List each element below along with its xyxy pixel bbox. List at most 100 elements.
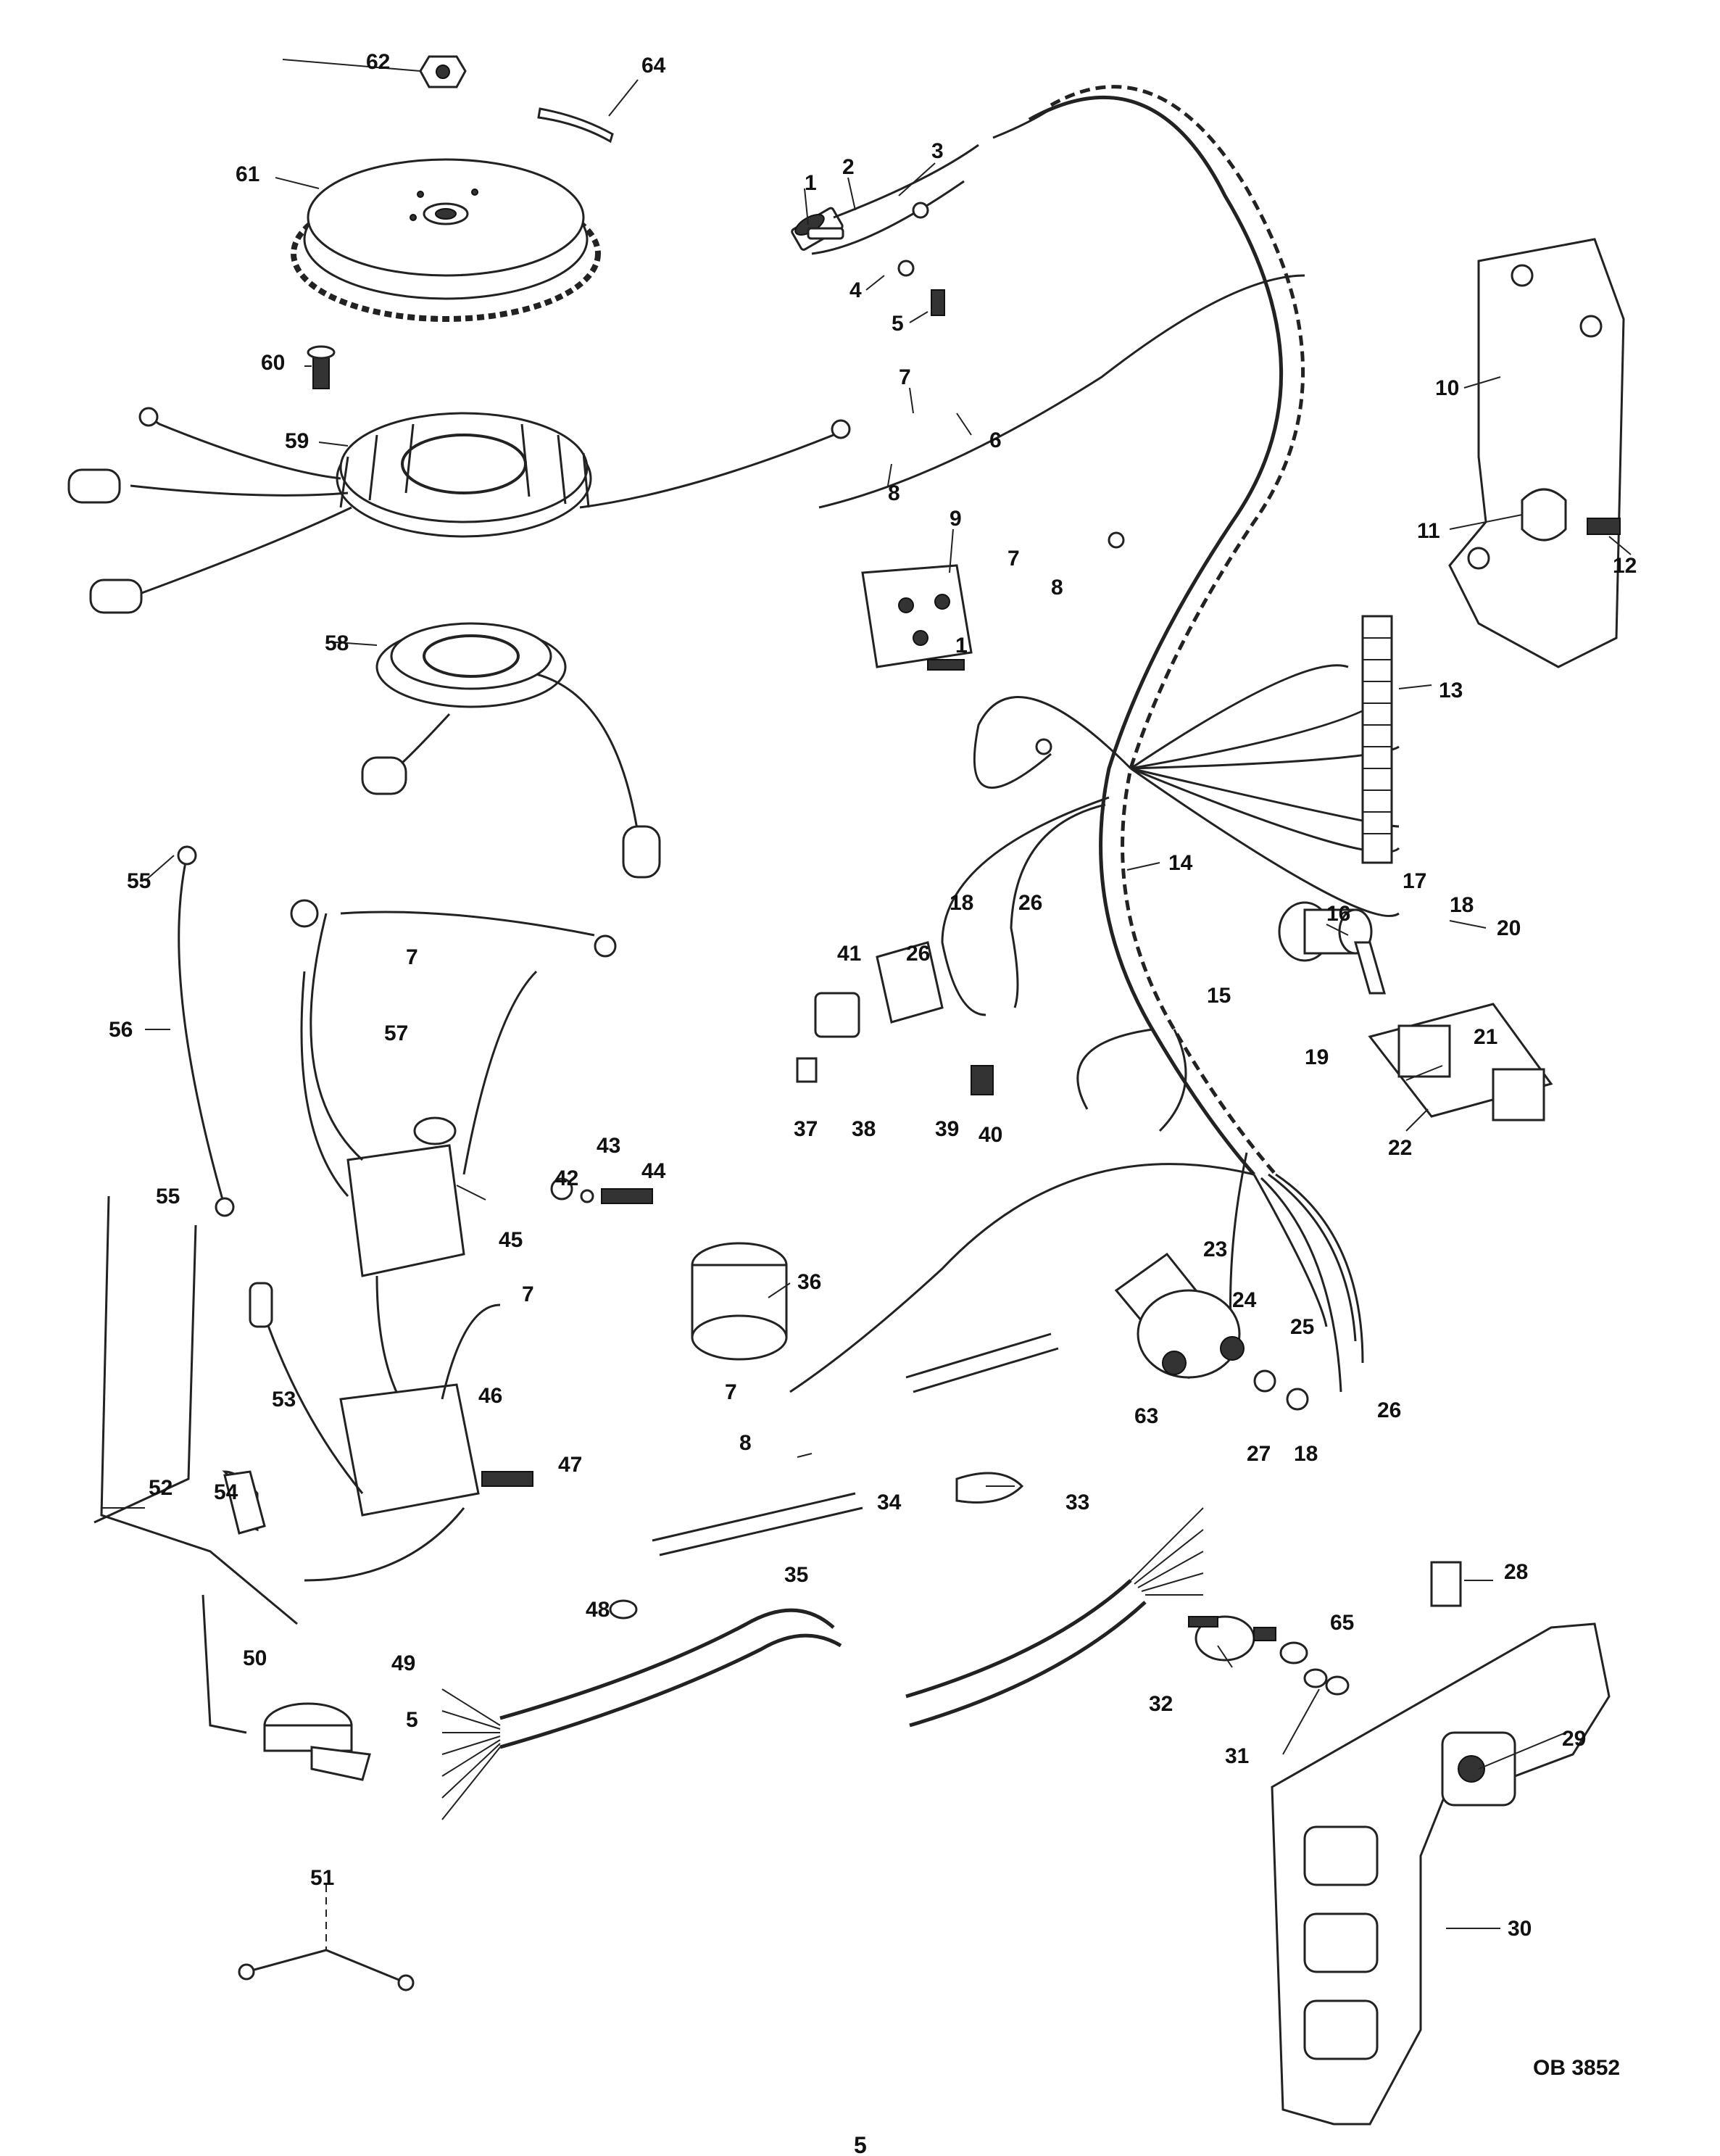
callout-32: 32 <box>1149 1692 1173 1716</box>
misc-parts <box>223 1470 638 1620</box>
flywheel-key <box>537 107 614 144</box>
page-number: 5 <box>854 2132 867 2156</box>
callout-5b: 5 <box>406 1708 418 1732</box>
callout-5: 5 <box>892 312 904 336</box>
callout-18c: 18 <box>1294 1442 1318 1466</box>
callout-7e: 7 <box>725 1380 737 1404</box>
callout-57: 57 <box>384 1021 408 1045</box>
callout-7d: 7 <box>522 1282 534 1306</box>
callout-26c: 26 <box>1377 1398 1401 1422</box>
temp-switch <box>263 1702 371 1781</box>
callout-25: 25 <box>1290 1315 1314 1339</box>
callout-50: 50 <box>243 1646 267 1670</box>
relay-bracket <box>796 941 994 1095</box>
callout-8c: 8 <box>739 1431 752 1455</box>
callout-10: 10 <box>1435 376 1459 400</box>
callout-45: 45 <box>499 1228 523 1252</box>
terminal-block <box>1361 615 1393 864</box>
timer-base <box>361 622 661 879</box>
callout-numbers: 1 2 3 4 5 1 7 6 8 9 7 8 1 10 11 12 13 14… <box>109 50 1637 1941</box>
callout-33: 33 <box>1065 1490 1089 1514</box>
callout-54: 54 <box>214 1480 238 1504</box>
callout-14: 14 <box>1168 851 1193 875</box>
callout-11: 11 <box>1417 519 1440 543</box>
callout-3: 3 <box>931 139 944 163</box>
callout-56: 56 <box>109 1018 133 1042</box>
callout-15: 15 <box>1207 984 1231 1008</box>
spacer-28 <box>1430 1561 1462 1607</box>
callout-18b: 18 <box>950 891 973 915</box>
callout-26: 26 <box>1018 891 1042 915</box>
callout-48: 48 <box>586 1598 610 1622</box>
callout-19: 19 <box>1305 1045 1329 1069</box>
callout-44: 44 <box>641 1159 666 1183</box>
callout-8b: 8 <box>1051 576 1063 600</box>
drawing-code: OB 3852 <box>1533 2056 1620 2080</box>
callout-60: 60 <box>261 351 285 375</box>
cables <box>652 1332 1059 1556</box>
callout-52: 52 <box>149 1476 173 1500</box>
callout-38: 38 <box>852 1117 876 1141</box>
callout-42: 42 <box>554 1166 578 1190</box>
callout-17: 17 <box>1403 869 1426 893</box>
callout-49: 49 <box>391 1651 415 1675</box>
power-pack-46 <box>249 1282 501 1582</box>
callout-51: 51 <box>310 1866 334 1890</box>
flywheel <box>291 158 601 322</box>
callout-59: 59 <box>285 429 309 453</box>
callout-29: 29 <box>1562 1727 1586 1751</box>
callout-61: 61 <box>236 162 259 186</box>
callout-41: 41 <box>837 942 861 966</box>
callout-16: 16 <box>1326 902 1350 926</box>
jumper-wire-51 <box>238 1885 415 1991</box>
callout-6: 6 <box>989 428 1002 452</box>
callout-62: 62 <box>366 50 390 74</box>
callout-36: 36 <box>797 1270 821 1294</box>
callout-7b: 7 <box>1008 547 1020 571</box>
callout-4: 4 <box>849 278 862 302</box>
flywheel-nut <box>419 55 467 88</box>
callout-20: 20 <box>1497 916 1521 940</box>
screw-60 <box>307 345 336 389</box>
clamp-11 <box>1521 488 1567 542</box>
callout-28: 28 <box>1504 1560 1528 1584</box>
mount-32 <box>1188 1615 1276 1662</box>
callout-40: 40 <box>979 1123 1002 1147</box>
callout-31: 31 <box>1225 1744 1249 1768</box>
bracket-10 <box>1448 238 1625 668</box>
callout-1: 1 <box>805 171 817 195</box>
ignition-switch <box>1278 901 1386 995</box>
callout-35: 35 <box>784 1563 808 1587</box>
screws-42-44 <box>481 1177 653 1487</box>
callout-63: 63 <box>1134 1404 1158 1428</box>
callout-43: 43 <box>597 1134 620 1158</box>
callout-27: 27 <box>1247 1442 1271 1466</box>
power-pack-45 <box>290 899 617 1437</box>
callout-47: 47 <box>558 1453 582 1477</box>
solenoid <box>1114 1252 1309 1411</box>
callout-7: 7 <box>899 365 911 389</box>
callout-8: 8 <box>888 481 900 505</box>
callout-58: 58 <box>325 631 349 655</box>
callout-23: 23 <box>1203 1237 1227 1261</box>
callout-22: 22 <box>1388 1136 1412 1160</box>
switch-bezel <box>1368 1003 1553 1121</box>
callout-53: 53 <box>272 1388 296 1411</box>
screw-12 <box>1587 518 1621 535</box>
callout-55b: 55 <box>156 1185 180 1208</box>
callout-26b: 26 <box>906 942 930 966</box>
callout-21: 21 <box>1474 1025 1497 1049</box>
callout-55: 55 <box>127 869 151 893</box>
callout-1b: 1 <box>955 634 968 658</box>
cable-35 <box>441 1507 1204 1820</box>
leader-lines <box>101 59 1632 1929</box>
callout-39: 39 <box>935 1117 959 1141</box>
callout-9: 9 <box>950 507 962 531</box>
mounting-plate <box>1271 1622 1611 2126</box>
callout-24: 24 <box>1232 1288 1257 1312</box>
callout-30: 30 <box>1508 1917 1532 1941</box>
callout-37: 37 <box>794 1117 818 1141</box>
callout-12: 12 <box>1613 554 1637 578</box>
washers-65 <box>1279 1641 1350 1696</box>
